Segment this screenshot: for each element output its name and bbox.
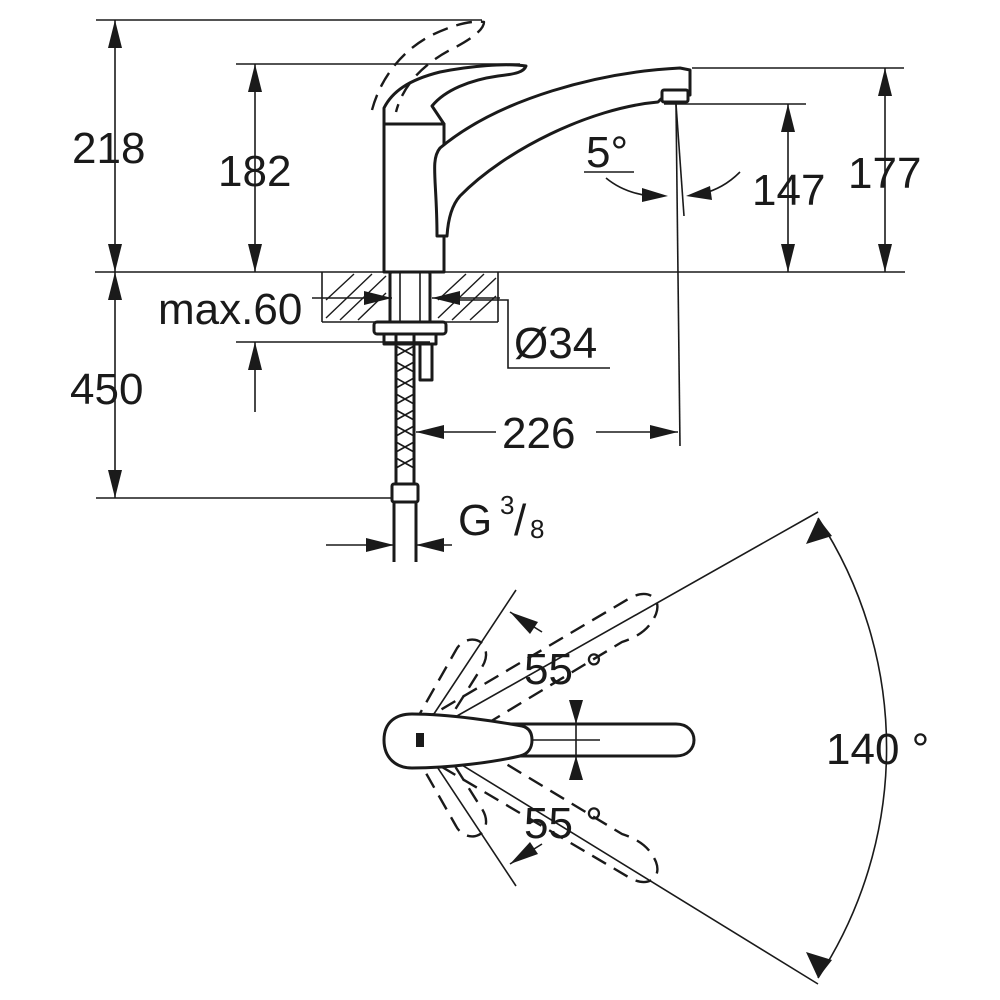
dim-spout-angle: 5° [586,128,628,177]
dim-spout-swivel-angle: 140 ° [826,725,929,774]
lever-top-solid [382,712,534,770]
dim-thread: G [458,496,492,545]
spout-aerator [660,88,690,104]
dim-thread-numerator: 3 [500,490,514,520]
dim-thread-denominator: 8 [530,514,544,544]
faucet-body [382,122,446,274]
dim-max-deck-thickness: max.60 [158,285,302,334]
dim-total-height: 218 [72,124,145,173]
dim-spout-outer-height: 177 [848,149,921,198]
dim-hose-length: 450 [70,365,143,414]
top-view: 55 ° 55 ° 140 ° [382,511,929,985]
dim-spout-reach: 226 [502,409,575,458]
lever-rotate-up-dashed [412,638,488,741]
faucet-spout [433,66,692,238]
spout-swivel-down-dashed [419,722,659,884]
dim-hole-diameter: Ø34 [514,319,597,368]
lever-rotate-down-dashed [412,735,488,838]
dim-body-height: 182 [218,147,291,196]
deck-section [321,272,499,323]
lever-handle-raised [370,20,486,113]
lever-grip-mark [416,733,424,747]
lever-handle [382,63,528,126]
dim-spout-outlet-height: 147 [752,166,825,215]
flex-hose [390,334,420,562]
spout-swivel-up-dashed [419,592,659,754]
dim-handle-down-angle: 55 ° [524,799,603,848]
dim-thread-slash: / [514,496,527,545]
side-view: 218 182 177 147 5° max.60 Ø34 450 226 G … [70,19,921,562]
dim-handle-up-angle: 55 ° [524,645,603,694]
